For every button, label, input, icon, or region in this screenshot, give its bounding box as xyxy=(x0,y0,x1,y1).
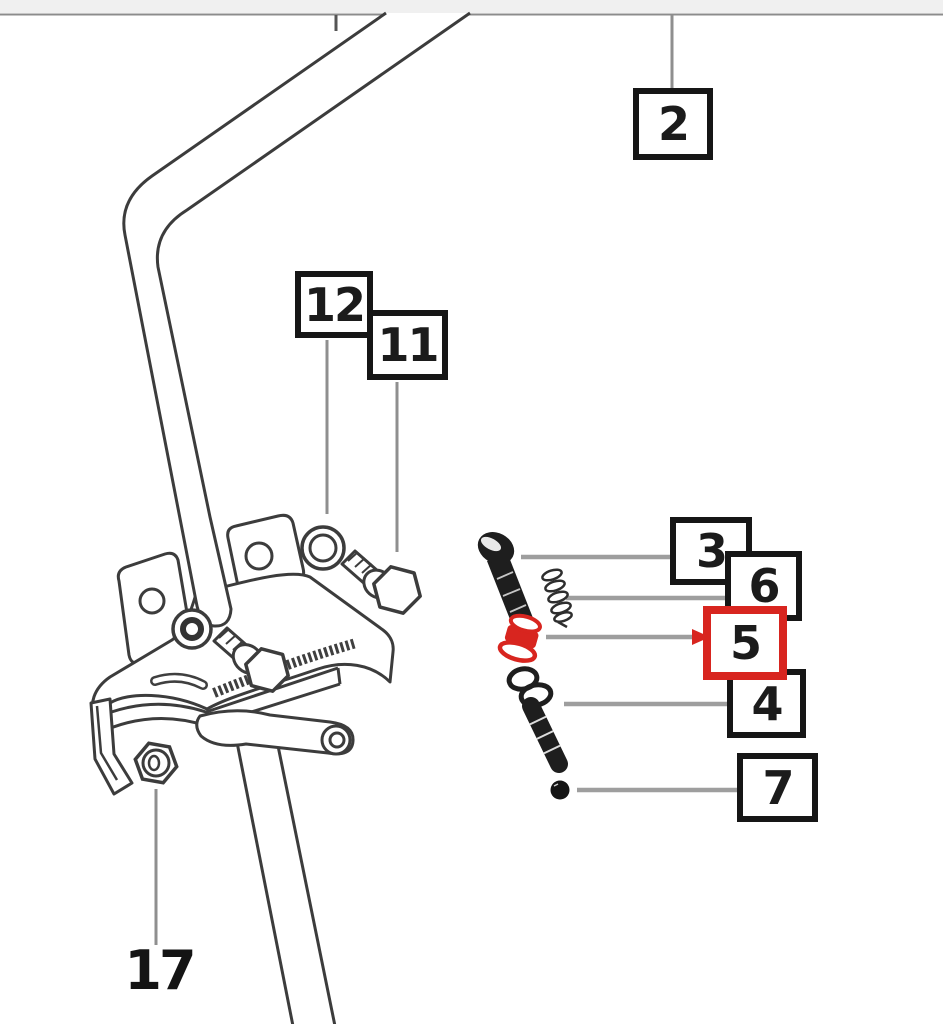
trunnion-part-5-drawing xyxy=(497,613,542,663)
callout-box-7[interactable]: 7 xyxy=(737,753,818,822)
center-bolt-drawing xyxy=(212,626,290,693)
callout-box-11[interactable]: 11 xyxy=(367,310,448,380)
washer-part-12-drawing xyxy=(300,525,346,571)
nut-part-17-drawing xyxy=(133,741,179,785)
callout-label-17[interactable]: 17 xyxy=(124,939,196,1002)
top-bar xyxy=(0,0,943,31)
bolt-part-3-drawing xyxy=(477,532,533,627)
callout-box-12[interactable]: 12 xyxy=(295,271,373,338)
bolt-part-11-drawing xyxy=(340,549,422,615)
spring-assembly-part-4-drawing xyxy=(506,666,568,773)
callout-box-4[interactable]: 4 xyxy=(727,669,806,738)
lever-arm-drawing xyxy=(195,709,355,756)
callout-box-5-selected[interactable]: 5 xyxy=(703,606,787,680)
foot-bracket-drawing xyxy=(89,697,134,796)
callout-box-2[interactable]: 2 xyxy=(633,88,713,160)
spring-part-6-drawing xyxy=(541,568,573,629)
highlight-arrow xyxy=(692,629,710,645)
lower-rod-drawing xyxy=(231,721,337,1024)
ball-part-7-drawing xyxy=(550,780,570,800)
pivot-washer-drawing xyxy=(171,608,213,650)
leader-lines xyxy=(154,15,760,945)
handle-tube-drawing xyxy=(122,11,471,628)
